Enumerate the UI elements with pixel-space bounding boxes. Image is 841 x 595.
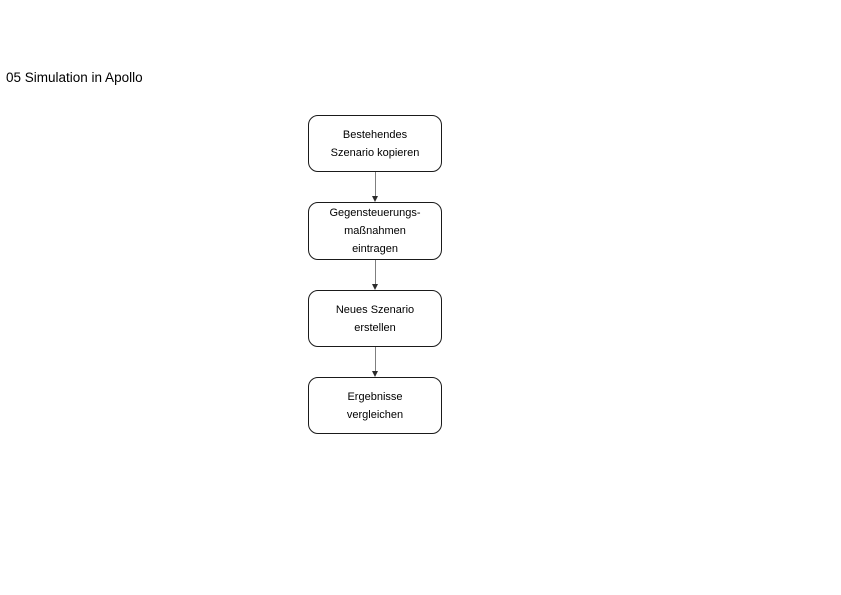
- flow-node-label: Neues Szenario erstellen: [335, 303, 415, 334]
- arrow-line: [374, 347, 376, 371]
- arrow-head-icon: [371, 284, 378, 290]
- arrow-down-icon: [371, 260, 380, 290]
- arrow-down-icon: [371, 172, 380, 202]
- flow-node-enter-countermeasures: Gegensteuerungs- maßnahmen eintragen: [308, 202, 442, 260]
- arrow-head-icon: [371, 196, 378, 202]
- flow-node-label: Ergebnisse vergleichen: [346, 390, 404, 421]
- flow-node-label: Bestehendes Szenario kopieren: [330, 128, 420, 159]
- arrow-line: [374, 260, 376, 284]
- page-title: 05 Simulation in Apollo: [6, 70, 143, 85]
- flow-node-create-new-scenario: Neues Szenario erstellen: [308, 290, 442, 347]
- flow-node-compare-results: Ergebnisse vergleichen: [308, 377, 442, 434]
- arrow-line: [374, 172, 376, 196]
- flow-node-copy-scenario: Bestehendes Szenario kopieren: [308, 115, 442, 172]
- flowchart: Bestehendes Szenario kopieren Gegensteue…: [308, 115, 442, 434]
- flow-node-label: Gegensteuerungs- maßnahmen eintragen: [329, 207, 421, 255]
- arrow-head-icon: [371, 371, 378, 377]
- arrow-down-icon: [371, 347, 380, 377]
